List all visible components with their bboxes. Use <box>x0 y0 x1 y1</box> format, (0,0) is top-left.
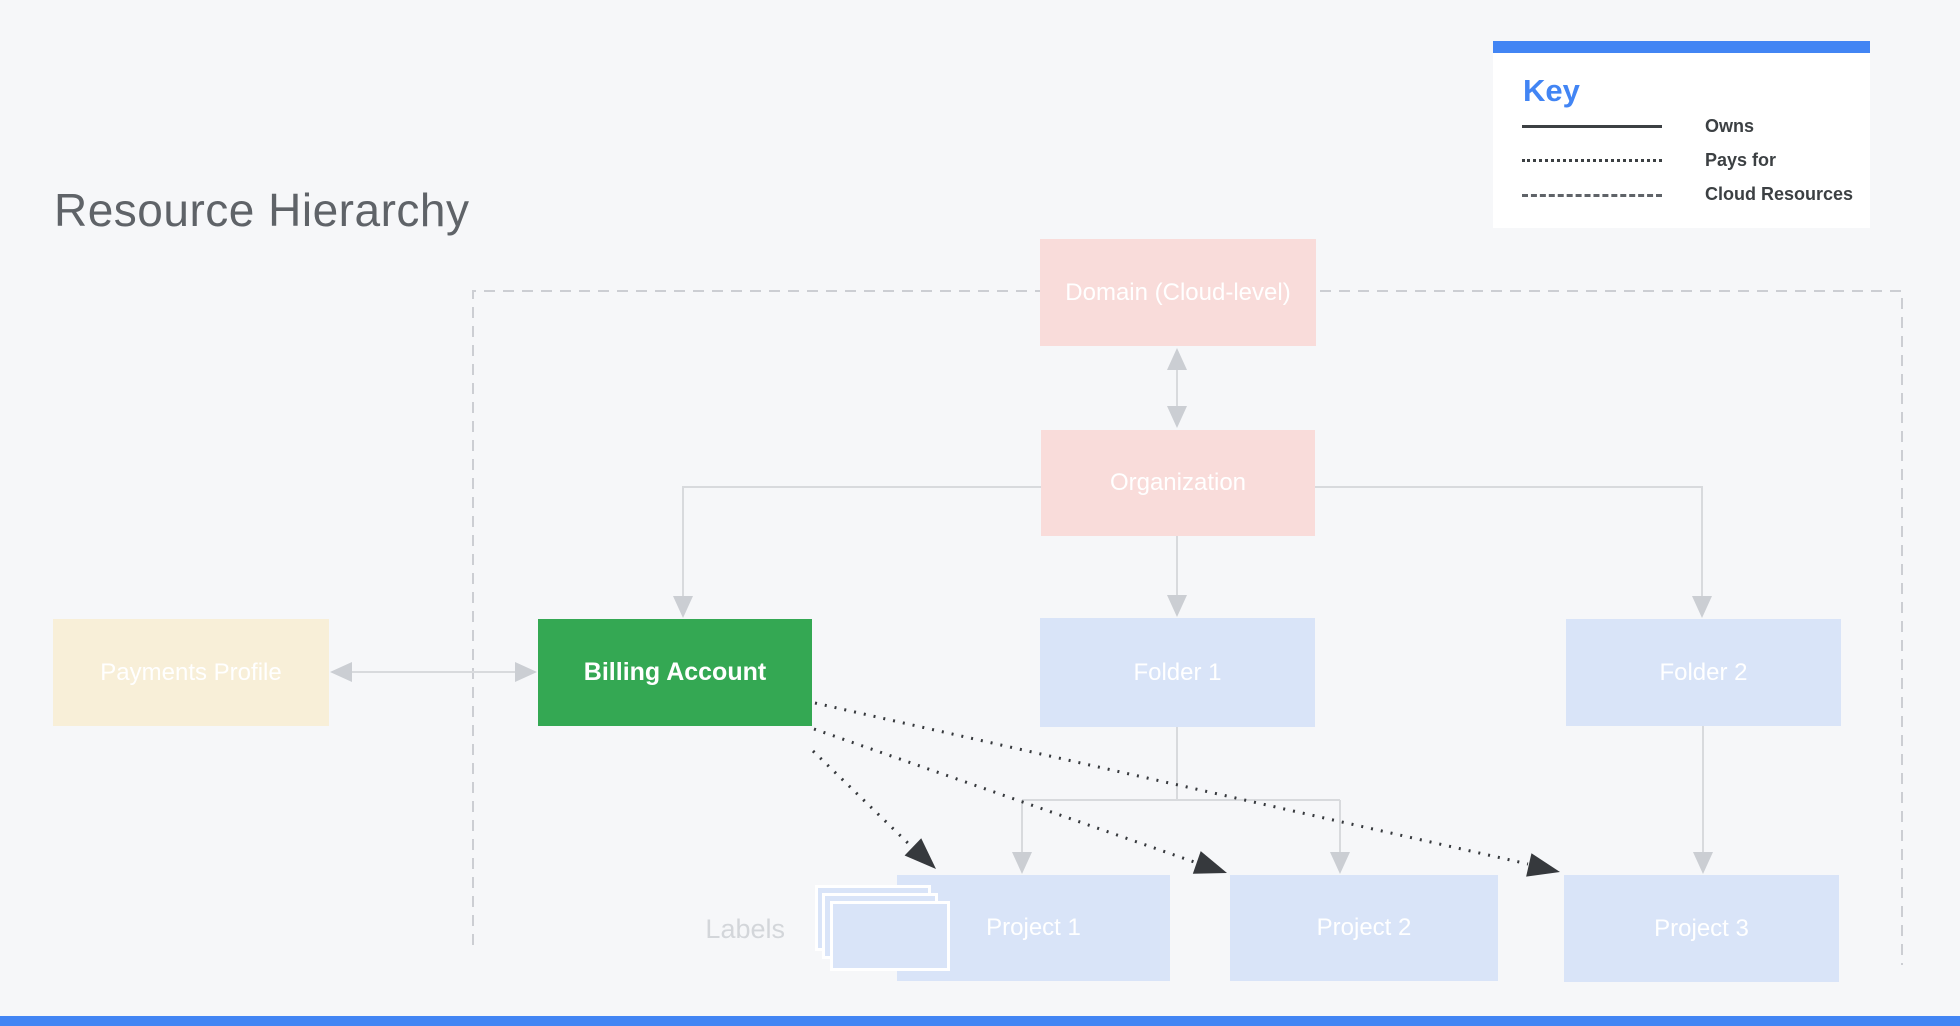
page-title: Resource Hierarchy <box>54 184 470 236</box>
node-project-3: Project 3 <box>1564 875 1839 982</box>
node-folder-1: Folder 1 <box>1040 618 1315 727</box>
node-payments-profile: Payments Profile <box>53 619 329 726</box>
solid-line-sample <box>1522 125 1662 128</box>
labels-stack-icon <box>815 885 950 971</box>
node-billing-account: Billing Account <box>538 619 812 726</box>
footer-accent-bar <box>0 1016 1960 1026</box>
pays-for-arrowheads <box>904 838 1560 877</box>
legend-item-owns: Owns <box>1705 116 1755 136</box>
legend-title: Key <box>1523 73 1580 108</box>
node-organization: Organization <box>1041 430 1315 536</box>
node-folder-2: Folder 2 <box>1566 619 1841 726</box>
legend: Key Owns Pays for Cloud Resources <box>1493 41 1870 228</box>
pays-for-connectors <box>811 701 1529 866</box>
dashed-line-sample <box>1522 194 1662 197</box>
legend-item-cloud-resources: Cloud Resources <box>1705 184 1854 204</box>
dotted-line-sample <box>1522 159 1662 162</box>
labels-caption: Labels <box>705 914 785 944</box>
legend-accent-bar <box>1493 41 1870 53</box>
owns-arrowheads <box>330 348 1713 874</box>
node-domain: Domain (Cloud-level) <box>1040 239 1316 346</box>
legend-item-pays-for: Pays for <box>1705 150 1777 170</box>
label-card <box>830 901 950 971</box>
owns-connectors <box>350 366 1704 857</box>
node-project-2: Project 2 <box>1230 875 1498 981</box>
